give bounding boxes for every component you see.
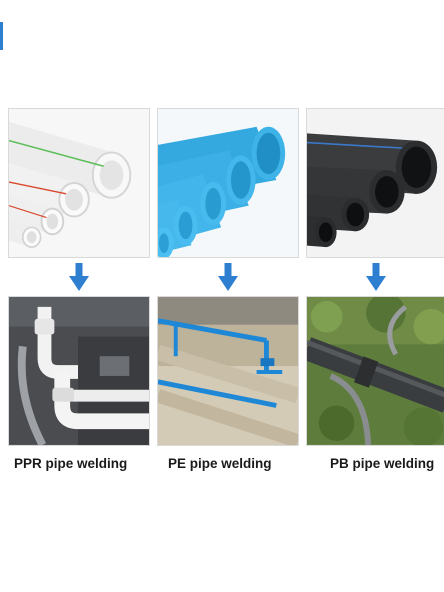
- pb-caption: PB pipe welding: [330, 456, 435, 471]
- pb-pipes-photo: [306, 108, 444, 258]
- pe-caption: PE pipe welding: [168, 456, 272, 471]
- pe-application-photo: [157, 296, 299, 446]
- pb-application-photo: [306, 296, 444, 446]
- ppr-caption: PPR pipe welding: [14, 456, 128, 471]
- edge-accent-mark: [0, 22, 3, 50]
- ppr-pipes-photo: [8, 108, 150, 258]
- ppr-application-photo: [8, 296, 150, 446]
- arrow-down-icon: [218, 263, 238, 291]
- arrow-down-icon: [366, 263, 386, 291]
- pe-pipes-photo: [157, 108, 299, 258]
- arrow-down-icon: [69, 263, 89, 291]
